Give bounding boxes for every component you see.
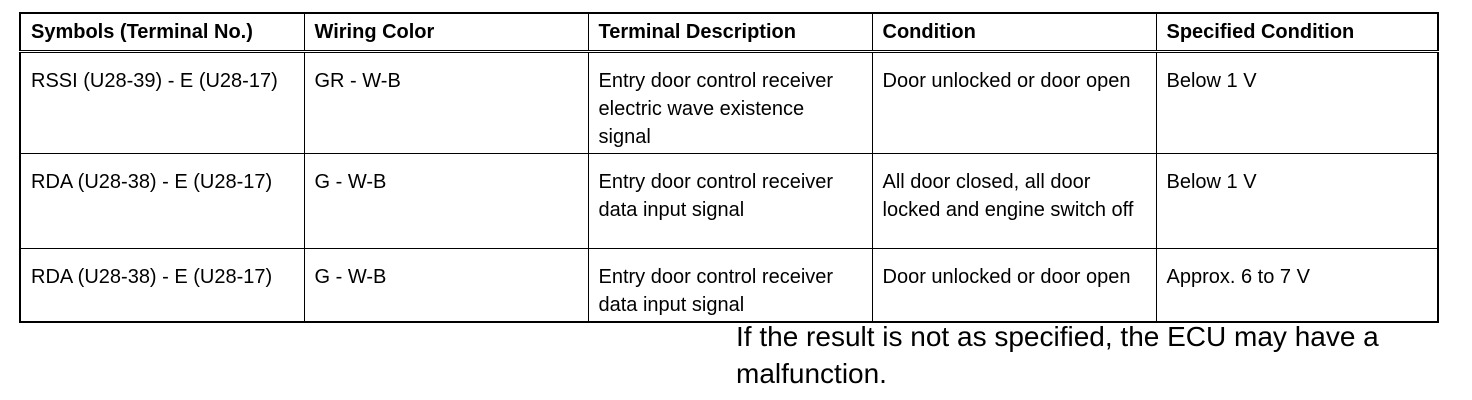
cell-condition: All door closed, all door locked and eng… — [871, 152, 1157, 249]
cell-symbol: RDA (U28-38) - E (U28-17) — [19, 247, 305, 322]
cell-condition: Door unlocked or door open — [871, 50, 1157, 154]
cell-condition: Door unlocked or door open — [871, 247, 1157, 322]
cell-wiring-color: G - W-B — [303, 152, 589, 249]
terminal-spec-table: Symbols (Terminal No.) Wiring Color Term… — [19, 12, 1439, 323]
cell-specified: Below 1 V — [1155, 152, 1439, 249]
cell-symbol: RSSI (U28-39) - E (U28-17) — [19, 50, 305, 154]
cell-description: Entry door control receiver data input s… — [587, 152, 873, 249]
malfunction-note: If the result is not as specified, the E… — [736, 321, 1379, 389]
header-specified-condition: Specified Condition — [1155, 12, 1439, 53]
header-wiring-color: Wiring Color — [303, 12, 589, 53]
cell-description: Entry door control receiver electric wav… — [587, 50, 873, 154]
cell-specified: Approx. 6 to 7 V — [1155, 247, 1439, 322]
header-terminal-description: Terminal Description — [587, 12, 873, 53]
header-symbols: Symbols (Terminal No.) — [19, 12, 305, 53]
table-row: RSSI (U28-39) - E (U28-17) GR - W-B Entr… — [19, 50, 1439, 154]
header-condition: Condition — [871, 12, 1157, 53]
cell-specified: Below 1 V — [1155, 50, 1439, 154]
cell-description: Entry door control receiver data input s… — [587, 247, 873, 322]
cell-wiring-color: GR - W-B — [303, 50, 589, 154]
table-header-row: Symbols (Terminal No.) Wiring Color Term… — [19, 12, 1439, 53]
cell-symbol: RDA (U28-38) - E (U28-17) — [19, 152, 305, 249]
cell-wiring-color: G - W-B — [303, 247, 589, 322]
table-row: RDA (U28-38) - E (U28-17) G - W-B Entry … — [19, 247, 1439, 322]
table-row: RDA (U28-38) - E (U28-17) G - W-B Entry … — [19, 152, 1439, 249]
